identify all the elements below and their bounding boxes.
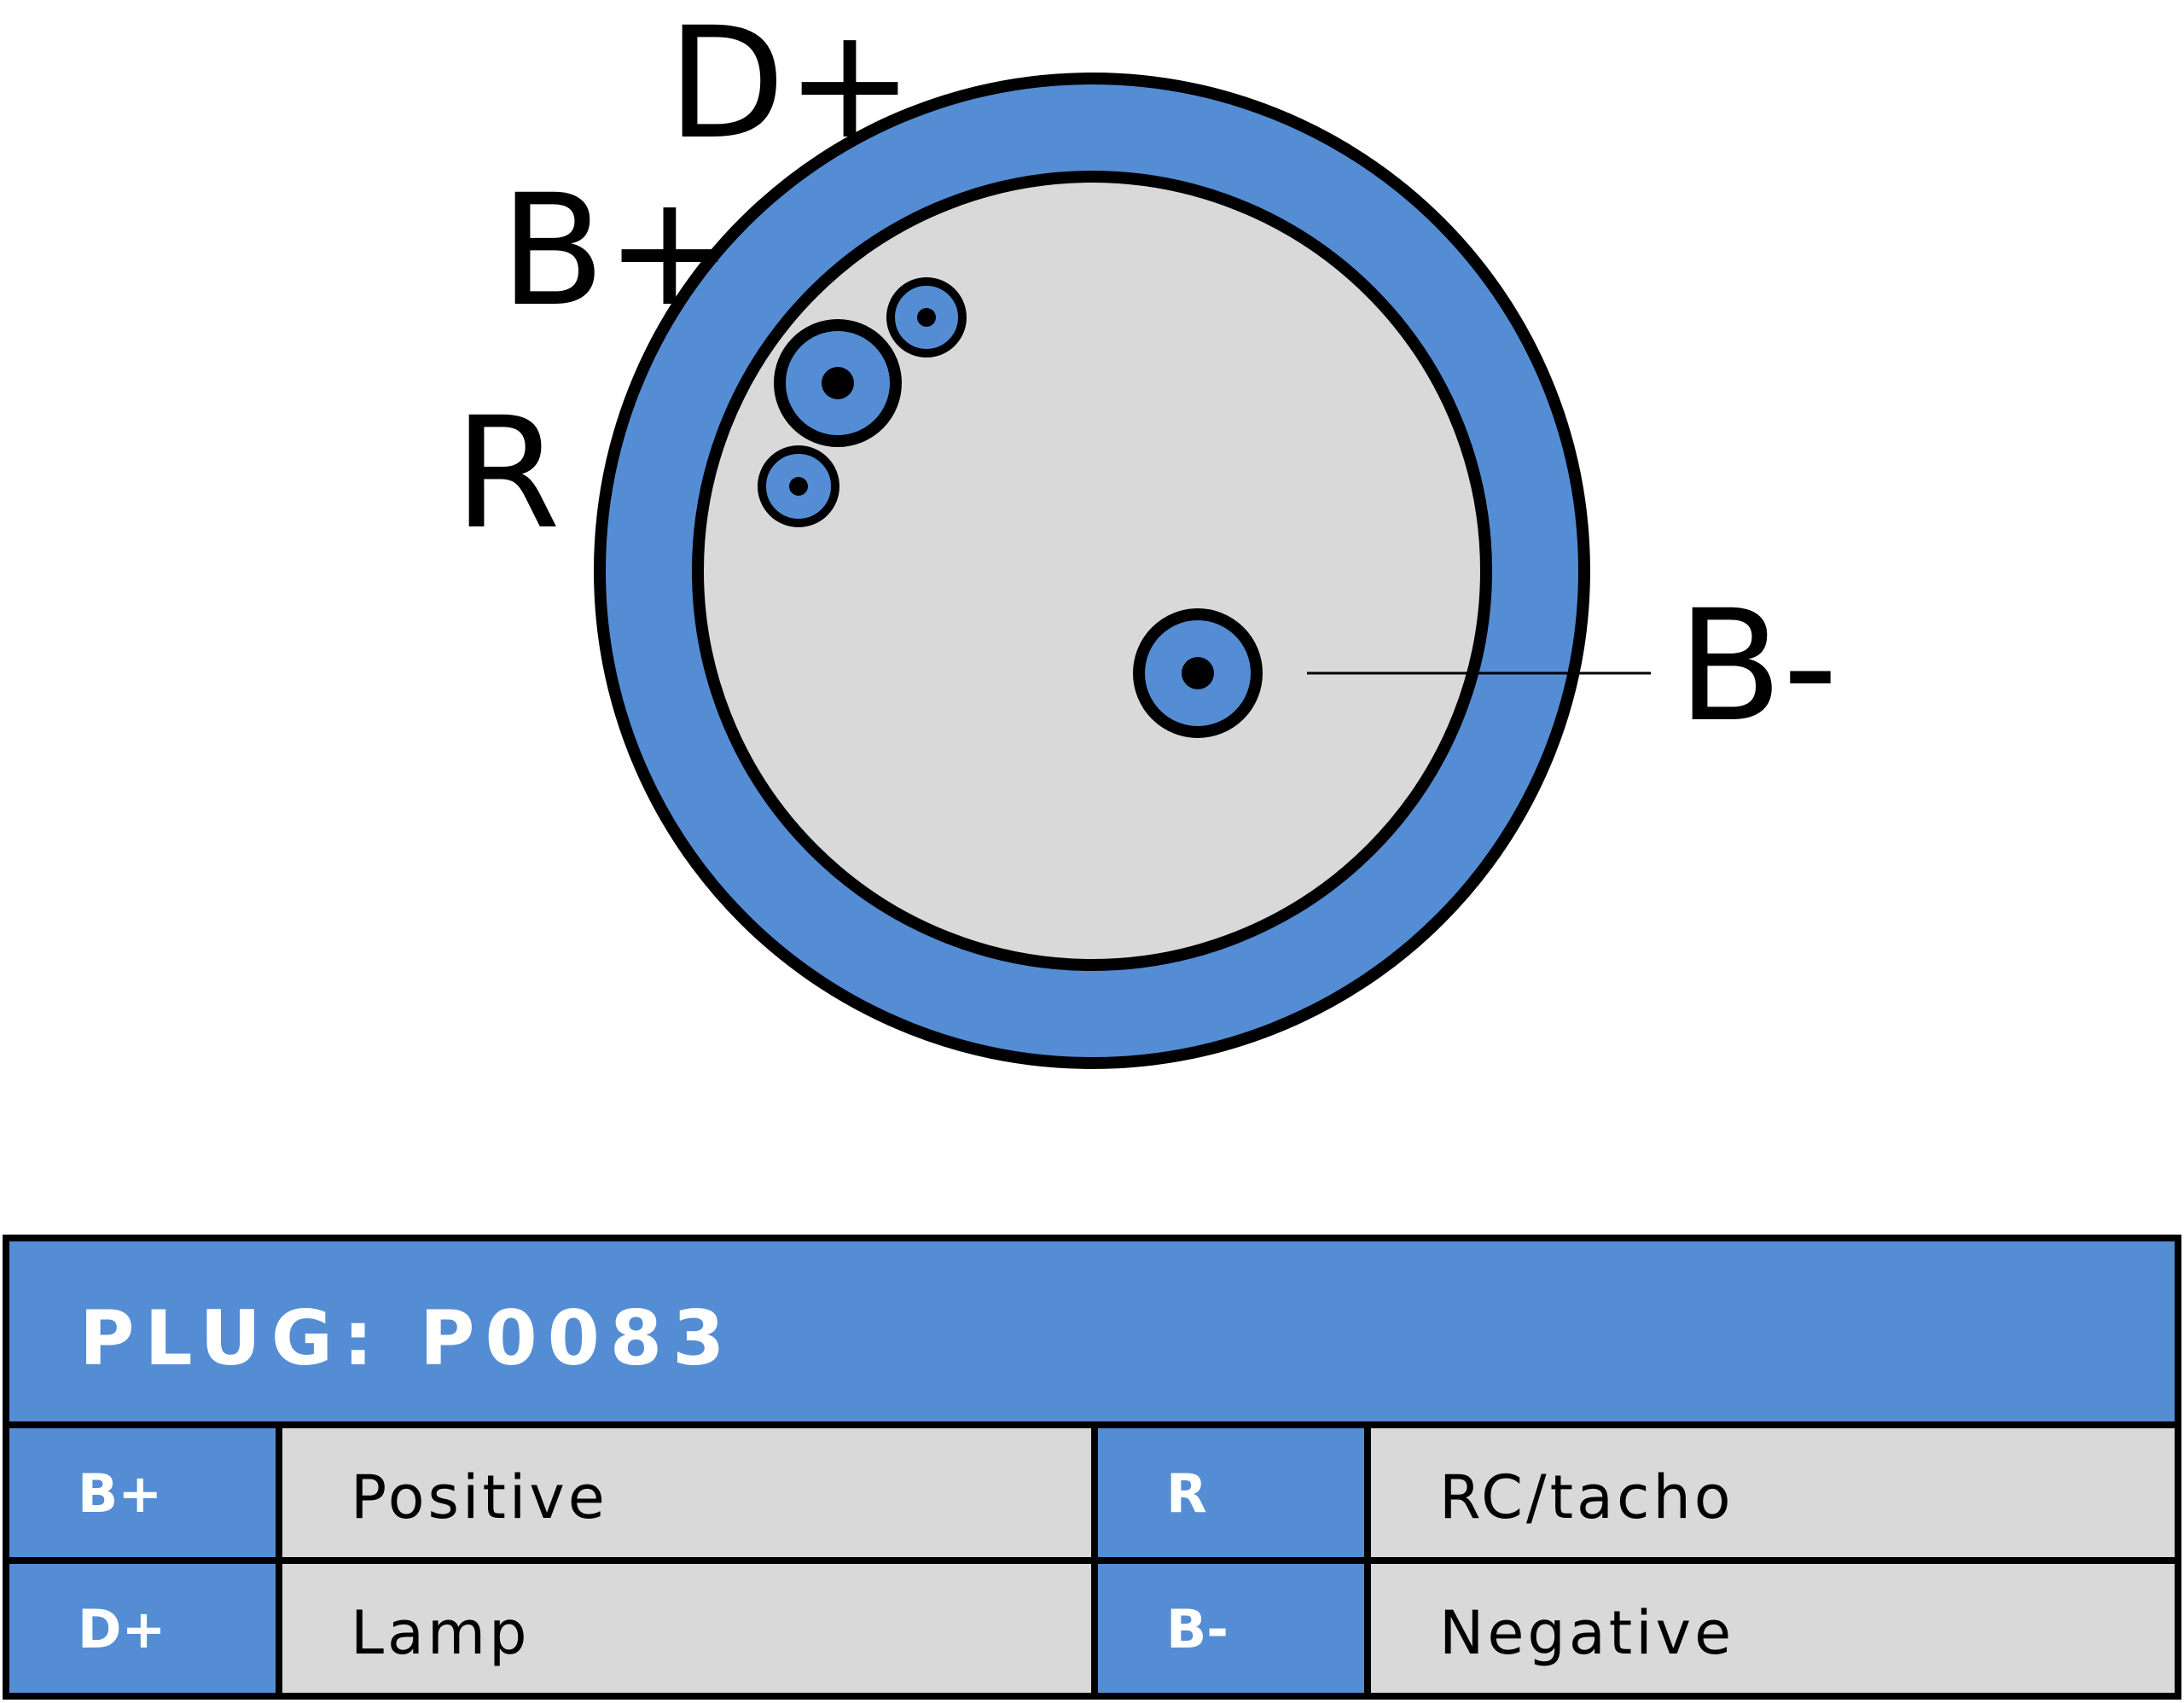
pin-name: B- <box>1166 1598 1228 1660</box>
pin-description: Negative <box>1439 1598 1735 1668</box>
pin-b-minus <box>1133 608 1263 738</box>
pin-name: B+ <box>78 1462 163 1525</box>
table-cell-desc: Lamp <box>282 1564 1098 1693</box>
plug-inner-face <box>692 171 1492 971</box>
plug-title: PLUG: P0083 <box>79 1294 735 1382</box>
pin-r <box>758 445 839 527</box>
table-cell-desc: RC/tacho <box>1371 1428 2175 1564</box>
table-cell-pin: D+ <box>9 1564 282 1693</box>
pin-name: D+ <box>78 1598 166 1660</box>
table-cell-desc: Negative <box>1371 1564 2175 1693</box>
pin-description: Positive <box>351 1462 608 1532</box>
pin-d-plus <box>886 277 967 357</box>
pin-description: RC/tacho <box>1439 1462 1734 1532</box>
pinout-table: PLUG: P0083 B+ Positive R RC/tacho D+ La… <box>3 1235 2181 1700</box>
label-b-minus: B- <box>1677 578 1838 756</box>
plug-diagram: D+ B+ R B- <box>454 0 1838 1069</box>
pin-description: Lamp <box>351 1598 531 1668</box>
table-cell-pin: B+ <box>9 1428 282 1564</box>
label-d-plus: D+ <box>667 0 914 173</box>
table-cell-desc: Positive <box>282 1428 1098 1564</box>
label-b-plus: B+ <box>500 162 734 340</box>
table-header: PLUG: P0083 <box>9 1241 2175 1428</box>
table-cell-pin: B- <box>1098 1564 1371 1693</box>
table-cell-pin: R <box>1098 1428 1371 1564</box>
pin-name: R <box>1166 1462 1207 1525</box>
label-r: R <box>454 385 561 563</box>
pin-b-plus <box>774 319 902 447</box>
